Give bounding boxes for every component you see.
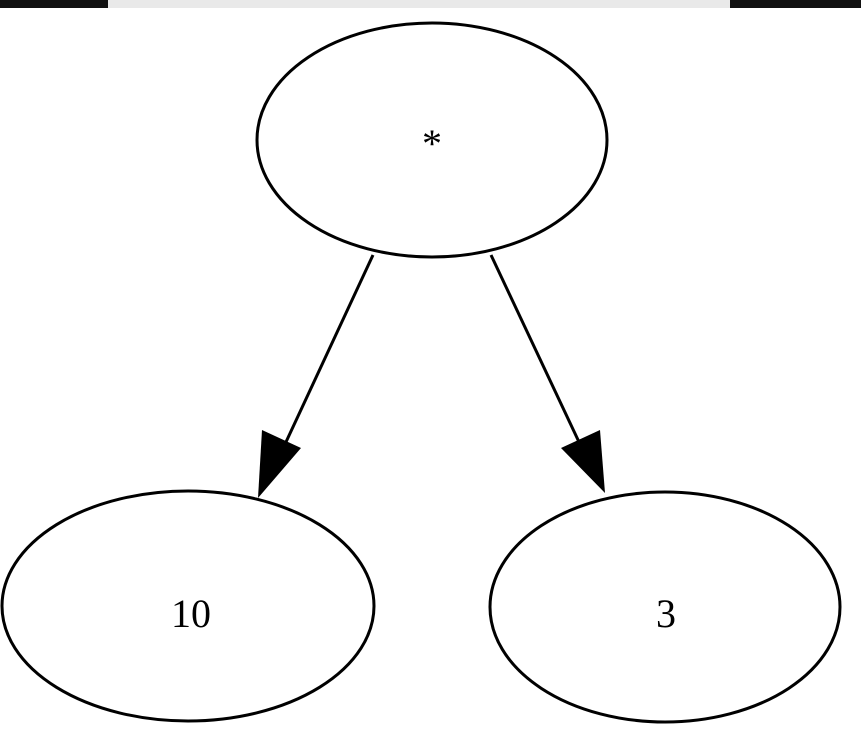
top-strip [108, 0, 730, 8]
edge-root-left [258, 254, 375, 498]
node-root[interactable]: * [255, 21, 609, 259]
node-right-label: 3 [656, 591, 676, 636]
node-root-label: * [422, 121, 442, 166]
arrowhead-right [561, 430, 605, 493]
node-right[interactable]: 3 [488, 490, 842, 724]
arrowhead-left [258, 430, 301, 498]
edge-root-right [489, 254, 605, 493]
node-left-label: 10 [171, 591, 211, 636]
node-left[interactable]: 10 [0, 489, 376, 723]
